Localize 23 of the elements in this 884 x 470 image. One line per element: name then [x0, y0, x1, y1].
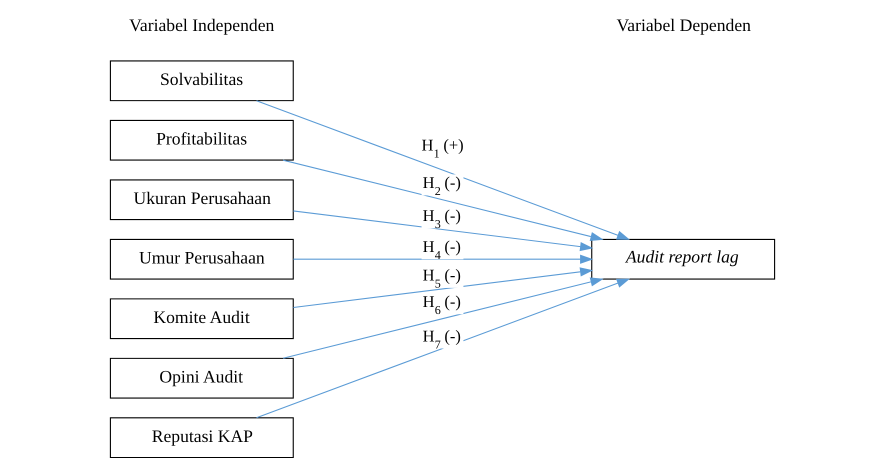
arrow [292, 210, 593, 252]
arrow [282, 160, 604, 242]
node-box: Audit report lag [590, 238, 775, 280]
node-box: Komite Audit [109, 298, 294, 340]
label: Variabel Dependen [616, 15, 750, 36]
node-box: Profitabilitas [109, 120, 294, 161]
edge-label: H$_{2}$ (-) [422, 173, 460, 198]
edge-label: H$_{1}$ (+) [421, 136, 464, 161]
node-box: Umur Perusahaan [109, 238, 294, 280]
node-box: Ukuran Perusahaan [109, 179, 294, 220]
arrow [256, 278, 630, 418]
node-box: Opini Audit [109, 358, 294, 399]
edge-label: H$_{4}$ (-) [422, 237, 460, 262]
label: Variabel Independen [128, 15, 274, 36]
arrow [292, 254, 593, 264]
arrow [256, 100, 630, 240]
edge-label: H$_{7}$ (-) [422, 326, 460, 352]
edge-label: H$_{5}$ (-) [422, 266, 460, 291]
edge-label: H$_{6}$ (-) [422, 292, 460, 318]
arrow [282, 277, 604, 359]
node-box: Reputasi KAP [109, 417, 294, 458]
node-box: Solvabilitas [109, 60, 294, 102]
edge-label: H$_{3}$ (-) [422, 206, 460, 232]
